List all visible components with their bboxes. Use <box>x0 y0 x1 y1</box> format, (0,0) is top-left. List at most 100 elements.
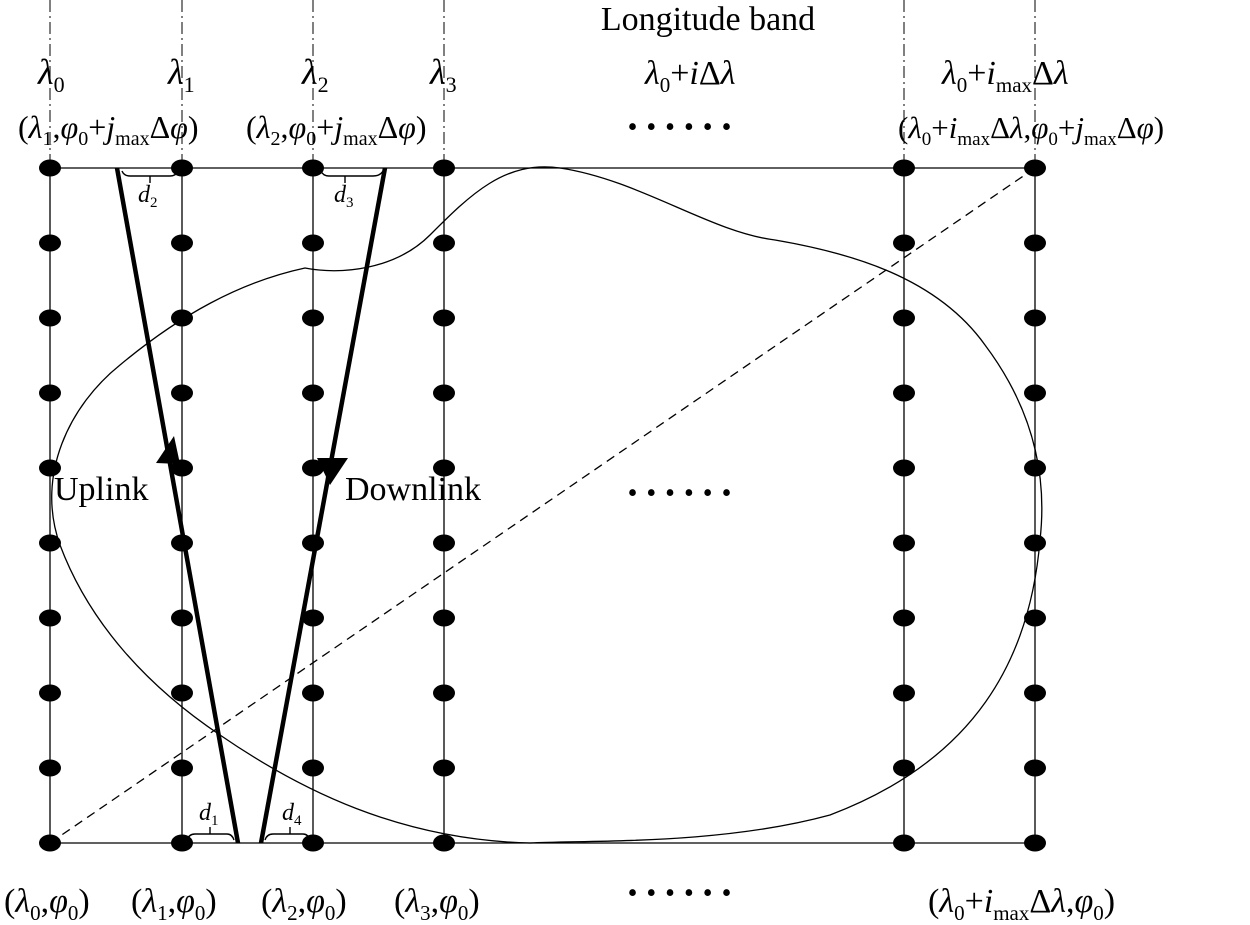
grid-node <box>1024 609 1046 627</box>
top-meridian-labels: λ0 λ1 λ2 λ3 λ0+iΔλ λ0+imaxΔλ <box>37 52 1069 97</box>
label-lambda-i: λ0+iΔλ <box>644 55 735 97</box>
grid-node <box>171 834 193 852</box>
grid-node <box>171 309 193 327</box>
grid-node <box>39 609 61 627</box>
grid-node <box>893 684 915 702</box>
uplink-line <box>114 167 241 844</box>
bracket-d2 <box>121 170 179 183</box>
grid-node <box>39 159 61 177</box>
grid-node <box>433 459 455 477</box>
grid-node <box>433 834 455 852</box>
label-lambda-1: λ1 <box>167 52 195 97</box>
grid-node <box>302 384 324 402</box>
grid-node <box>302 309 324 327</box>
link-lines <box>114 167 388 844</box>
bracket-d4 <box>264 827 311 841</box>
grid-node <box>893 309 915 327</box>
label-lambda-3: λ3 <box>429 52 457 97</box>
label-d4: d4 <box>282 800 302 829</box>
grid-nodes <box>39 159 1046 852</box>
grid-node <box>302 159 324 177</box>
bottom-coordinate-labels: (λ0,φ0) (λ1,φ0) (λ2,φ0) (λ3,φ0) • • • • … <box>4 878 1115 925</box>
coord-lambda0-phi0: (λ0,φ0) <box>4 883 90 925</box>
grid-node <box>39 459 61 477</box>
coord-lambda2-phi0-jmax: (λ2,φ0+jmaxΔφ) <box>246 109 427 150</box>
grid-node <box>302 459 324 477</box>
grid-node <box>1024 684 1046 702</box>
downlink-line <box>258 167 388 844</box>
downlink-label: Downlink <box>345 471 481 508</box>
grid-node <box>171 684 193 702</box>
grid-node <box>1024 309 1046 327</box>
grid-node <box>433 609 455 627</box>
coverage-region-outline <box>51 166 1043 844</box>
grid-node <box>39 384 61 402</box>
label-lambda-0: λ0 <box>37 52 65 97</box>
grid-node <box>433 384 455 402</box>
grid-node <box>302 234 324 252</box>
grid-node <box>1024 234 1046 252</box>
label-d1: d1 <box>199 800 219 829</box>
grid-node <box>171 534 193 552</box>
grid-node <box>171 609 193 627</box>
grid-node <box>171 384 193 402</box>
longitude-band-title: Longitude band <box>601 1 815 38</box>
uplink-label: Uplink <box>54 471 148 508</box>
grid-node <box>39 759 61 777</box>
grid-lines <box>49 167 1036 844</box>
grid-node <box>433 159 455 177</box>
grid-node <box>171 459 193 477</box>
diagonal-dashed-line <box>49 167 1036 844</box>
grid-node <box>171 159 193 177</box>
grid-node <box>433 759 455 777</box>
coord-lambda1-phi0-jmax: (λ1,φ0+jmaxΔφ) <box>18 109 199 150</box>
label-d2: d2 <box>138 182 158 211</box>
grid-node <box>39 834 61 852</box>
grid-node <box>302 759 324 777</box>
grid-node <box>302 684 324 702</box>
grid-node <box>1024 459 1046 477</box>
grid-node <box>39 534 61 552</box>
distance-labels: d2 d3 d1 d4 <box>138 182 354 829</box>
top-coordinate-labels: (λ1,φ0+jmaxΔφ) (λ2,φ0+jmaxΔφ) (λ0+imaxΔλ… <box>18 109 1164 150</box>
ellipsis-top: • • • • • • <box>628 112 733 143</box>
grid-node <box>893 459 915 477</box>
grid-node <box>302 534 324 552</box>
coord-imax-phi0: (λ0+imaxΔλ,φ0) <box>928 883 1115 925</box>
grid-node <box>1024 759 1046 777</box>
uplink-arrowhead <box>156 436 180 464</box>
downlink-arrowhead <box>317 458 348 485</box>
grid-node <box>39 234 61 252</box>
label-lambda-2: λ2 <box>301 52 329 97</box>
label-d3: d3 <box>334 182 354 211</box>
grid-node <box>893 609 915 627</box>
grid-node <box>302 834 324 852</box>
grid-node <box>1024 534 1046 552</box>
ellipsis-middle: • • • • • • <box>628 478 733 509</box>
grid-node <box>893 759 915 777</box>
grid-node <box>893 534 915 552</box>
dashdot-guides <box>49 0 1036 168</box>
grid-node <box>893 834 915 852</box>
bracket-d3 <box>320 170 384 183</box>
coord-lambda2-phi0: (λ2,φ0) <box>261 883 347 925</box>
grid-node <box>39 309 61 327</box>
grid-node <box>1024 384 1046 402</box>
grid-node <box>1024 834 1046 852</box>
grid-node <box>171 759 193 777</box>
grid-node <box>433 534 455 552</box>
grid-node <box>893 234 915 252</box>
coord-imax-jmax: (λ0+imaxΔλ,φ0+jmaxΔφ) <box>898 110 1164 150</box>
grid-node <box>39 684 61 702</box>
grid-node <box>433 234 455 252</box>
grid-node <box>433 309 455 327</box>
distance-brackets <box>121 170 384 841</box>
coord-lambda3-phi0: (λ3,φ0) <box>394 883 480 925</box>
grid-node <box>893 159 915 177</box>
grid-node <box>171 234 193 252</box>
grid-node <box>893 384 915 402</box>
grid-node <box>433 684 455 702</box>
grid-node <box>1024 159 1046 177</box>
